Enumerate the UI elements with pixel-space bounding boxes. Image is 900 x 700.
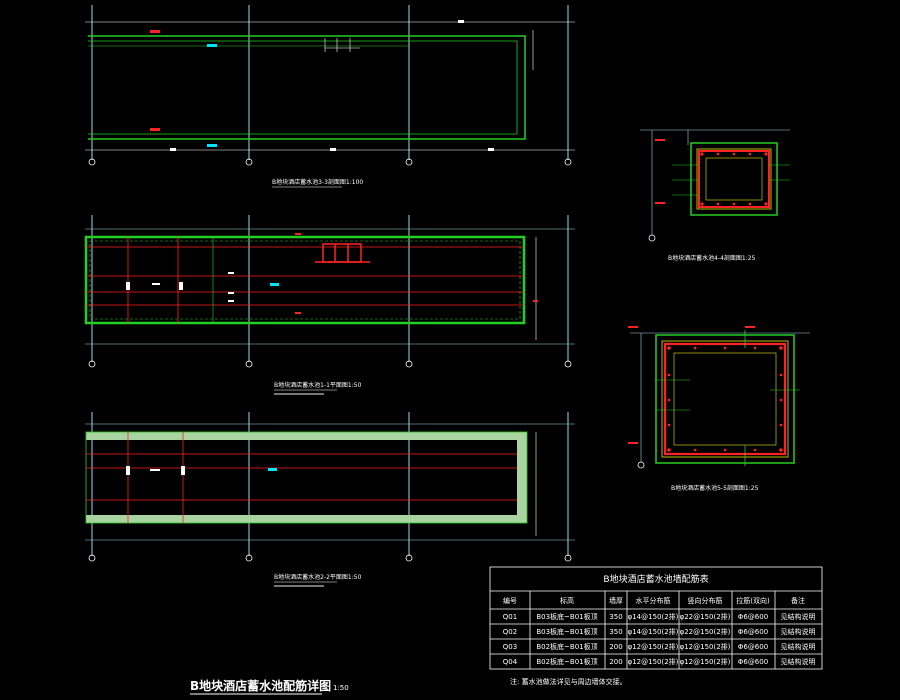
detail-4-caption: B地块酒店蓄水池4-4剖面图1:25: [668, 254, 756, 262]
table-cell: 见结构说明: [781, 627, 816, 636]
table-cell: φ14@150(2排): [628, 612, 679, 621]
bottom-section-view: B地块酒店蓄水池2-2平面图1:50: [85, 412, 575, 587]
table-cell: Q02: [503, 628, 517, 636]
table-header: 标高: [560, 596, 574, 605]
drawing-scale: 1:50: [333, 684, 349, 692]
rebar-table: [489, 566, 823, 670]
table-row: Q04 B02板底~B01板顶 200 φ12@150(2排) φ12@150(…: [503, 657, 816, 666]
table-cell: 200: [609, 643, 622, 651]
top-section-caption: B地块酒店蓄水池3-3剖面图1:100: [272, 178, 363, 186]
table-header: 水平分布筋: [636, 596, 671, 605]
table-header: 拉筋(双向): [736, 596, 770, 605]
table-cell: 350: [609, 613, 622, 621]
table-cell: 200: [609, 658, 622, 666]
table-cell: B03板底~B01板顶: [536, 612, 597, 621]
table-cell: Q01: [503, 613, 517, 621]
table-header: 竖向分布筋: [688, 596, 723, 605]
table-cell: Q04: [503, 658, 518, 666]
table-cell: Q03: [503, 643, 517, 651]
table-cell: φ22@150(2排): [680, 612, 731, 621]
table-cell: Φ6@600: [738, 658, 768, 666]
rebar-table-title: B地块酒店蓄水池墙配筋表: [603, 573, 708, 585]
table-cell: Φ6@600: [738, 643, 768, 651]
middle-section-view: B地块酒店蓄水池1-1平面图1:50: [84, 215, 575, 395]
table-cell: φ12@150(2排): [628, 642, 679, 651]
table-cell: 见结构说明: [781, 657, 816, 666]
table-cell: φ12@150(2排): [680, 657, 731, 666]
table-cell: B02板底~B01板顶: [536, 642, 597, 651]
table-header: 编号: [503, 596, 517, 605]
table-cell: B02板底~B01板顶: [536, 657, 597, 666]
detail-5-view: B地块酒店蓄水池5-5剖面图1:25: [628, 326, 810, 492]
table-cell: 见结构说明: [781, 642, 816, 651]
table-row: Q01 B03板底~B01板顶 350 φ14@150(2排) φ22@150(…: [503, 612, 816, 621]
rebar-table-note: 注: 蓄水池做法详见与周边墙体交接。: [510, 677, 627, 686]
detail-5-caption: B地块酒店蓄水池5-5剖面图1:25: [671, 484, 759, 492]
middle-section-caption: B地块酒店蓄水池1-1平面图1:50: [274, 381, 362, 389]
table-row: Q03 B02板底~B01板顶 200 φ12@150(2排) φ12@150(…: [503, 642, 816, 651]
table-header: 墙厚: [609, 596, 623, 605]
table-cell: Φ6@600: [738, 613, 768, 621]
table-cell: φ12@150(2排): [628, 657, 679, 666]
rebar-table-headers: 编号 标高 墙厚 水平分布筋 竖向分布筋 拉筋(双向) 备注: [503, 596, 805, 605]
table-header: 备注: [791, 596, 805, 605]
table-cell: 见结构说明: [781, 612, 816, 621]
bottom-section-caption: B地块酒店蓄水池2-2平面图1:50: [274, 573, 362, 581]
table-cell: Φ6@600: [738, 628, 768, 636]
table-cell: φ14@150(2排): [628, 627, 679, 636]
table-cell: 350: [609, 628, 622, 636]
table-cell: φ22@150(2排): [680, 627, 731, 636]
drawing-title-block: B地块酒店蓄水池配筋详图 1:50: [190, 678, 349, 695]
top-section-view: B地块酒店蓄水池3-3剖面图1:100: [85, 5, 575, 188]
table-row: Q02 B03板底~B01板顶 350 φ14@150(2排) φ22@150(…: [503, 627, 816, 636]
table-cell: φ12@150(2排): [680, 642, 731, 651]
table-cell: B03板底~B01板顶: [536, 627, 597, 636]
detail-4-view: B地块酒店蓄水池4-4剖面图1:25: [640, 129, 790, 262]
drawing-title: B地块酒店蓄水池配筋详图: [190, 678, 331, 693]
